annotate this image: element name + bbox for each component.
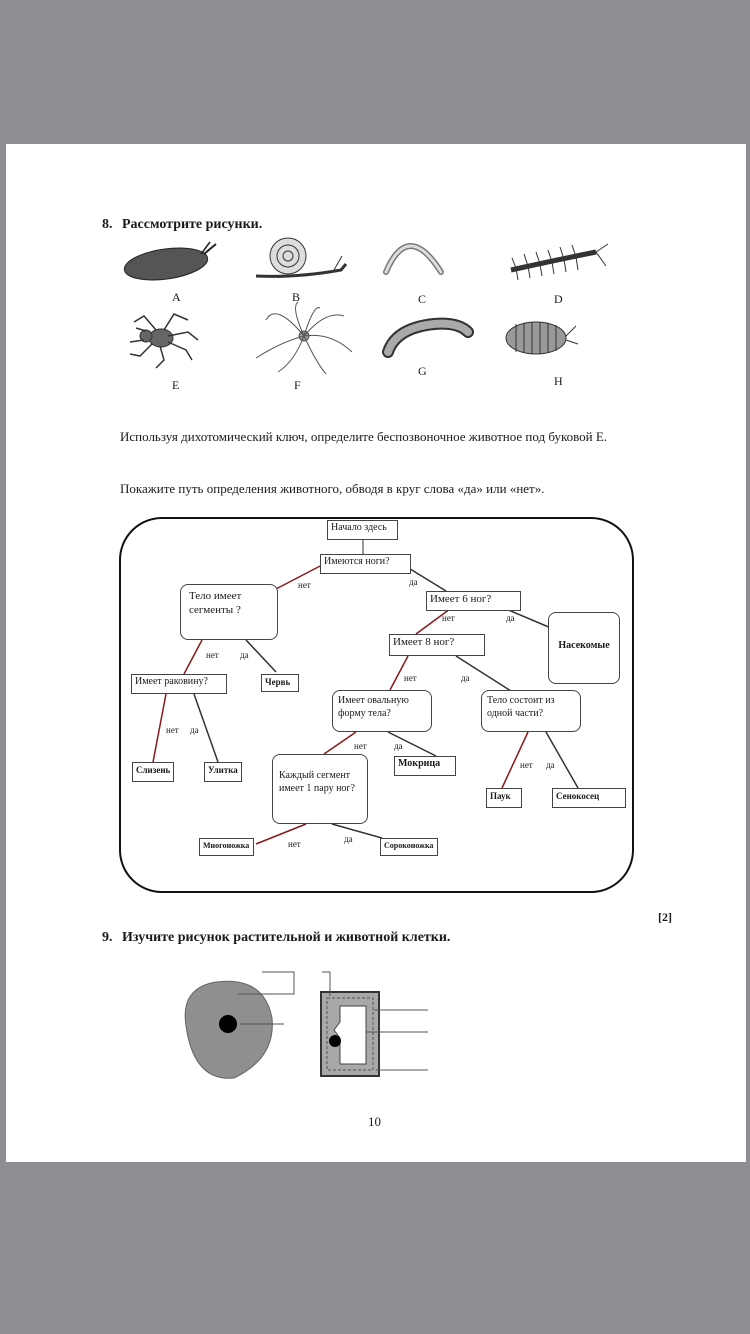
label-yes: да [344, 834, 353, 844]
animal-label-e: E [172, 378, 180, 392]
fc-woodlouse: Мокрица [394, 756, 456, 776]
animal-label-g: G [418, 364, 427, 378]
label-yes: да [461, 673, 470, 683]
label-yes: да [394, 741, 403, 751]
score-mark: [2] [658, 910, 672, 924]
label-no: нет [354, 741, 367, 751]
animal-pictures [123, 237, 609, 375]
label-yes: да [240, 650, 249, 660]
question-number: 9. [102, 930, 113, 945]
fc-one-part-body: Тело состоит из одной части? [481, 690, 581, 732]
animal-cell-icon [184, 980, 273, 1079]
harvestman-icon [255, 301, 353, 375]
animal-label-f: F [294, 378, 301, 392]
fc-segmented-body: Тело имеет сегменты ? [180, 584, 278, 640]
label-yes: да [190, 725, 199, 735]
cells-figure [184, 971, 428, 1079]
label-no: нет [404, 673, 417, 683]
label-no: нет [442, 613, 455, 623]
millipede-icon [382, 317, 474, 358]
fc-insects: Насекомые [548, 612, 620, 684]
worksheet-page: 8. Рассмотрите рисунки. [6, 144, 746, 1162]
animal-label-c: C [418, 292, 427, 306]
worm-icon [383, 243, 444, 275]
question-8-title: 8. Рассмотрите рисунки. [102, 217, 262, 233]
label-no: нет [206, 650, 219, 660]
slug-icon [123, 241, 217, 281]
fc-oval-body: Имеет овальную форму тела? [332, 690, 432, 732]
label-no: нет [298, 580, 311, 590]
fc-worm: Червь [261, 674, 299, 692]
question-text: Изучите рисунок растительной и животной … [122, 930, 451, 945]
fc-spider: Паук [486, 788, 522, 808]
instruction-circle-path: Покажите путь определения животного, обв… [120, 481, 545, 496]
fc-has-legs: Имеются ноги? [320, 554, 411, 574]
question-number: 8. [102, 217, 113, 232]
fc-six-legs: Имеет 6 ног? [426, 591, 521, 611]
spider-icon [129, 313, 199, 369]
label-yes: да [506, 613, 515, 623]
fc-start: Начало здесь [327, 520, 398, 540]
fc-harvestman: Сенокосец [552, 788, 626, 808]
animal-label-a: A [172, 290, 181, 304]
question-text: Рассмотрите рисунки. [122, 217, 263, 232]
label-no: нет [288, 839, 301, 849]
label-no: нет [520, 760, 533, 770]
snail-icon [255, 237, 348, 278]
woodlouse-icon [505, 321, 579, 355]
fc-has-shell: Имеет раковину? [131, 674, 227, 694]
fc-slug: Слизень [132, 762, 174, 782]
centipede-icon [510, 243, 609, 281]
fc-millipede: Многоножка [199, 838, 254, 856]
fc-snail: Улитка [204, 762, 242, 782]
fc-centipede: Сороконожка [380, 838, 438, 856]
fc-eight-legs: Имеет 8 ног? [389, 634, 485, 656]
animal-label-b: B [292, 290, 301, 304]
question-9-title: 9. Изучите рисунок растительной и животн… [102, 930, 450, 946]
label-no: нет [166, 725, 179, 735]
animal-label-d: D [554, 292, 563, 306]
plant-cell-icon [320, 991, 380, 1077]
instruction-identify: Используя дихотомический ключ, определит… [120, 429, 608, 444]
page-number: 10 [368, 1114, 381, 1129]
fc-each-segment: Каждый сегмент имеет 1 пару ног? [272, 754, 368, 824]
dichotomous-key-lines [119, 517, 634, 893]
label-yes: да [546, 760, 555, 770]
animal-label-h: H [554, 374, 563, 388]
label-yes: да [409, 577, 418, 587]
